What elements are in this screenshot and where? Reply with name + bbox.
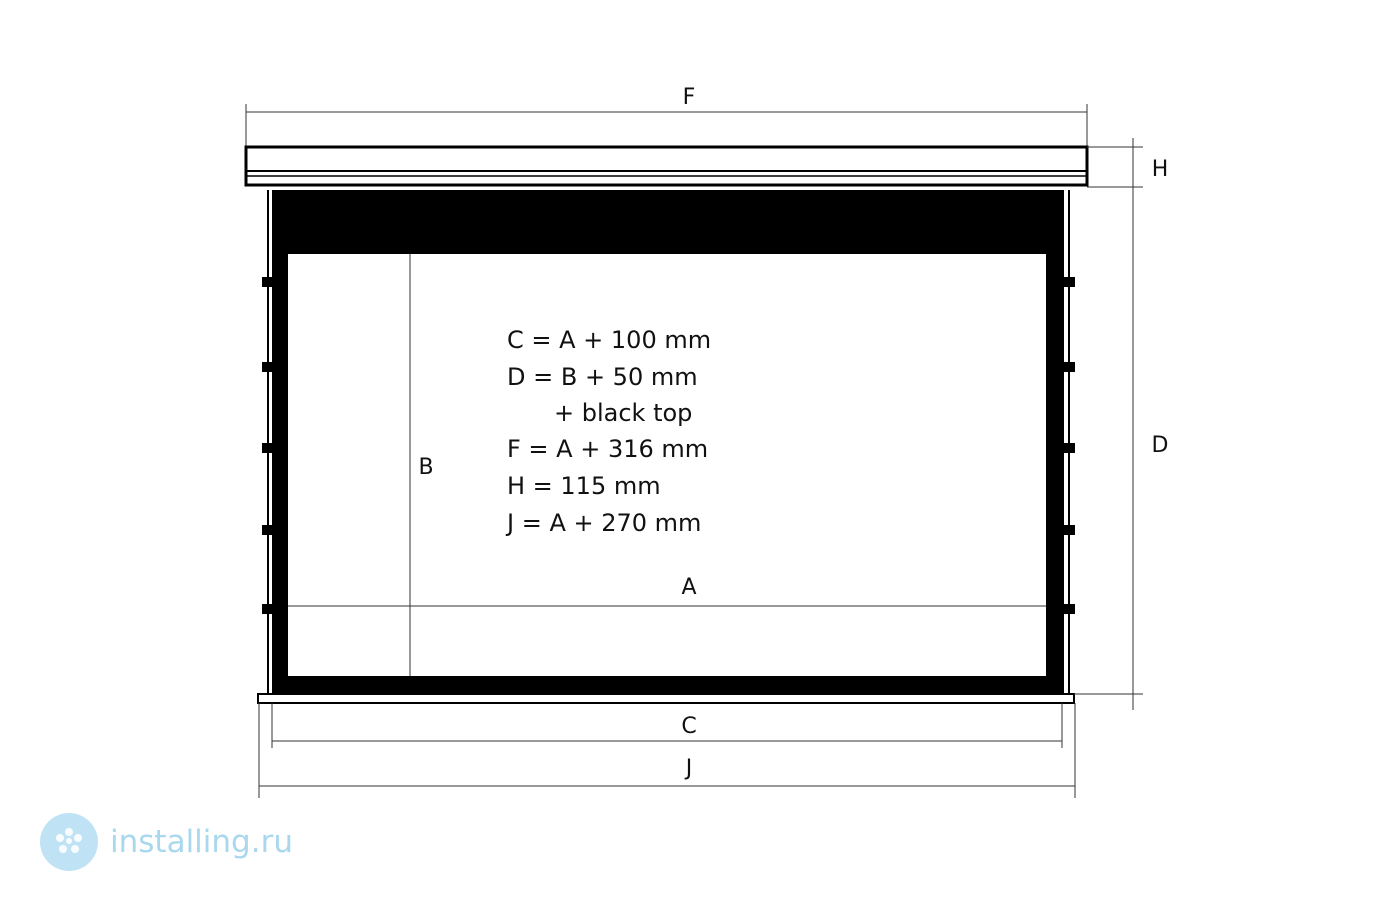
- label-b: B: [418, 455, 433, 480]
- bottom-bar: [257, 693, 1075, 704]
- formula-h: H = 115 mm: [507, 472, 661, 500]
- formula-j: J = A + 270 mm: [505, 509, 701, 537]
- formula-c: C = A + 100 mm: [507, 326, 711, 354]
- formula-d: D = B + 50 mm: [507, 363, 698, 391]
- watermark-text: installing.ru: [110, 824, 293, 860]
- label-a: A: [681, 575, 696, 600]
- screen-housing: [244, 145, 1089, 187]
- dimension-h: H: [1087, 138, 1168, 710]
- side-cables: [262, 190, 1075, 694]
- label-f: F: [683, 85, 696, 110]
- label-j: J: [684, 756, 693, 781]
- dimension-j: J: [258, 703, 1076, 798]
- watermark: installing.ru: [22, 808, 316, 876]
- dimension-a: A: [288, 575, 1046, 607]
- dimension-f: F: [245, 85, 1088, 150]
- label-c: C: [681, 714, 696, 739]
- label-h: H: [1152, 157, 1169, 182]
- formula-d-extra: + black top: [554, 399, 692, 427]
- sakura-logo-icon: [40, 813, 98, 871]
- label-d: D: [1152, 433, 1169, 458]
- dimension-d: D: [1074, 433, 1169, 695]
- dimension-c: C: [271, 703, 1063, 748]
- formula-f: F = A + 316 mm: [507, 435, 708, 463]
- formula-list: C = A + 100 mm D = B + 50 mm + black top…: [505, 326, 711, 537]
